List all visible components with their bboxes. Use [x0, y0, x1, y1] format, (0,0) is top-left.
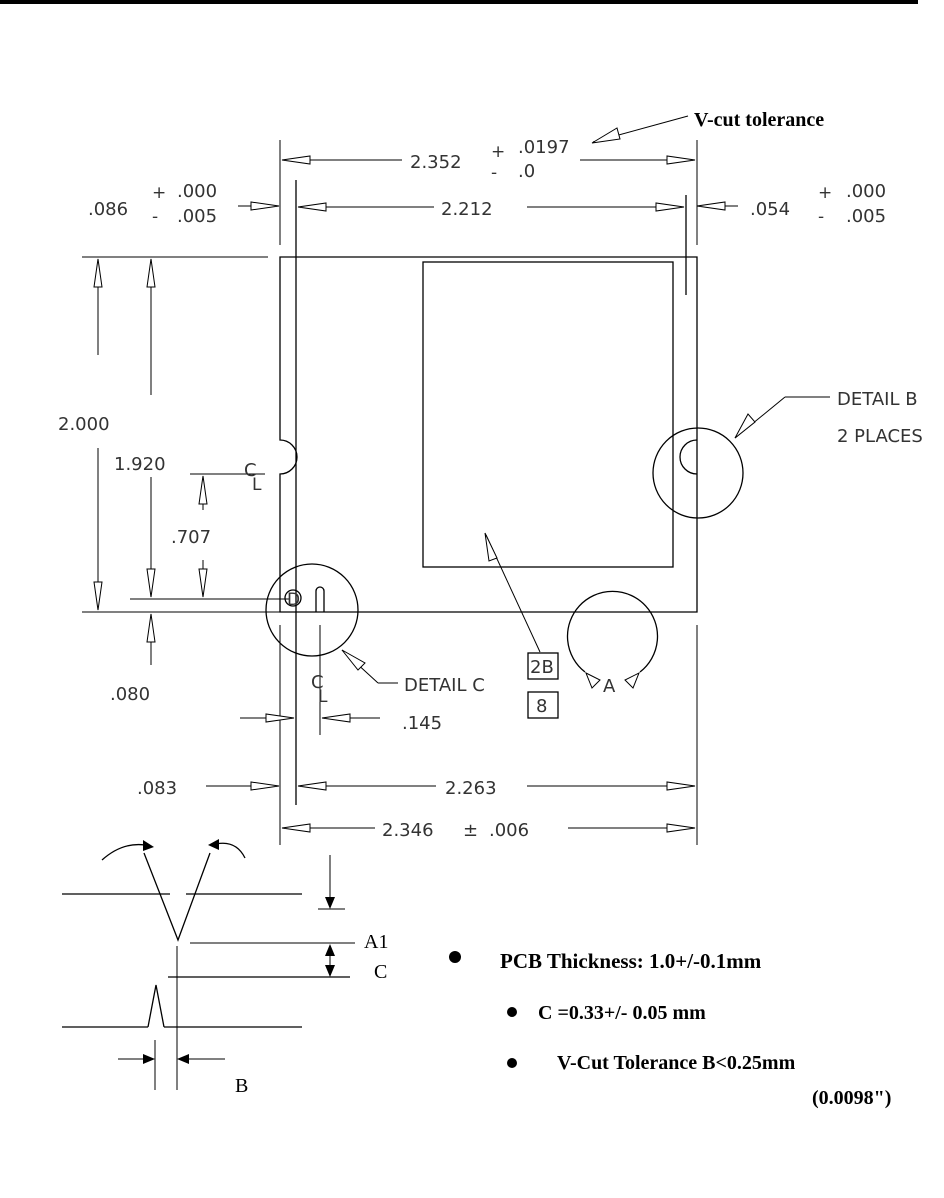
svg-text:+: + — [818, 183, 832, 203]
dim-bottom-overall-value: 2.346 — [382, 820, 434, 841]
svg-text:+: + — [491, 142, 505, 162]
vcut-callout: V-cut tolerance — [592, 109, 824, 143]
bullet-icon — [507, 1007, 517, 1017]
extension-lines — [82, 140, 697, 845]
notch-centerline: C L — [244, 460, 262, 495]
svg-text:.000: .000 — [846, 181, 886, 202]
detail-c: D DETAIL C C L — [266, 564, 485, 707]
dim-left-offset-value: .086 — [88, 199, 128, 220]
note-vcut-inches: (0.0098") — [812, 1087, 891, 1109]
dim-bottom-inner-value: 2.263 — [445, 778, 497, 799]
dim-notch-height: 1.920 — [114, 259, 166, 597]
dim-bottom-overall: 2.346 ± .006 — [282, 820, 695, 841]
label-c: C — [374, 961, 387, 983]
dim-right-offset-value: .054 — [750, 199, 790, 220]
svg-text:-: - — [152, 207, 158, 227]
callout-2b: 2B — [530, 657, 554, 678]
dim-hole-height: .707 — [171, 476, 211, 597]
dim-left-offset: .086 + - .000 .005 — [88, 181, 279, 227]
dim-bottom-tol: .006 — [489, 820, 529, 841]
detail-b: DETAIL B 2 PLACES — [653, 389, 923, 518]
dim-height-value: 2.000 — [58, 414, 110, 435]
dim-notch-height-value: 1.920 — [114, 454, 166, 475]
hole-label: D — [287, 590, 300, 610]
note-vcut-tolerance: V-Cut Tolerance B<0.25mm — [557, 1052, 796, 1074]
svg-text:L: L — [252, 475, 262, 495]
detail-c-label: DETAIL C — [404, 675, 485, 696]
dim-hole-x: .145 — [240, 713, 442, 734]
dim-bottom-offset-value: .080 — [110, 684, 150, 705]
dim-bottom-offset: .080 — [110, 614, 155, 705]
dim-bottom-inner: .083 2.263 — [137, 778, 695, 799]
svg-text:.005: .005 — [177, 206, 217, 227]
pcb-outline — [280, 180, 697, 805]
dim-top-inner: 2.212 — [298, 199, 684, 220]
dim-hole-height-value: .707 — [171, 527, 211, 548]
bullet-icon — [507, 1058, 517, 1068]
dim-top-overall: 2.352 + - .0197 .0 — [282, 137, 695, 183]
dim-top-inner-value: 2.212 — [441, 199, 493, 220]
svg-text:.000: .000 — [177, 181, 217, 202]
svg-text:L: L — [318, 687, 328, 707]
vcut-label: V-cut tolerance — [694, 109, 824, 131]
callout-a: A — [567, 591, 657, 697]
dim-right-offset: .054 + - .000 .005 — [697, 181, 886, 227]
note-pcb-thickness: PCB Thickness: 1.0+/-0.1mm — [500, 949, 762, 973]
dim-bottom-left-value: .083 — [137, 778, 177, 799]
callout-8: 8 — [536, 696, 547, 717]
dim-hole-x-value: .145 — [402, 713, 442, 734]
label-a1: A1 — [364, 931, 388, 953]
dim-height: 2.000 — [58, 259, 110, 610]
dim-top-tol-plus: .0197 — [518, 137, 570, 158]
detail-b-places: 2 PLACES — [837, 426, 923, 447]
vcut-section: A1 C B — [62, 839, 388, 1097]
svg-text:±: ± — [463, 820, 478, 841]
bullet-icon — [449, 951, 461, 963]
note-c-value: C =0.33+/- 0.05 mm — [538, 1002, 706, 1024]
detail-b-label: DETAIL B — [837, 389, 918, 410]
label-b: B — [235, 1075, 248, 1097]
dim-top-overall-value: 2.352 — [410, 152, 462, 173]
callout-a-label: A — [603, 676, 616, 697]
svg-text:.005: .005 — [846, 206, 886, 227]
component-area — [423, 262, 673, 567]
svg-text:+: + — [152, 183, 166, 203]
svg-text:-: - — [818, 207, 824, 227]
svg-text:-: - — [491, 163, 497, 183]
notes-list: PCB Thickness: 1.0+/-0.1mm C =0.33+/- 0.… — [449, 949, 891, 1109]
top-border — [0, 0, 918, 4]
callout-component: 2B 8 — [485, 533, 558, 718]
dim-top-tol-minus: .0 — [518, 161, 535, 182]
